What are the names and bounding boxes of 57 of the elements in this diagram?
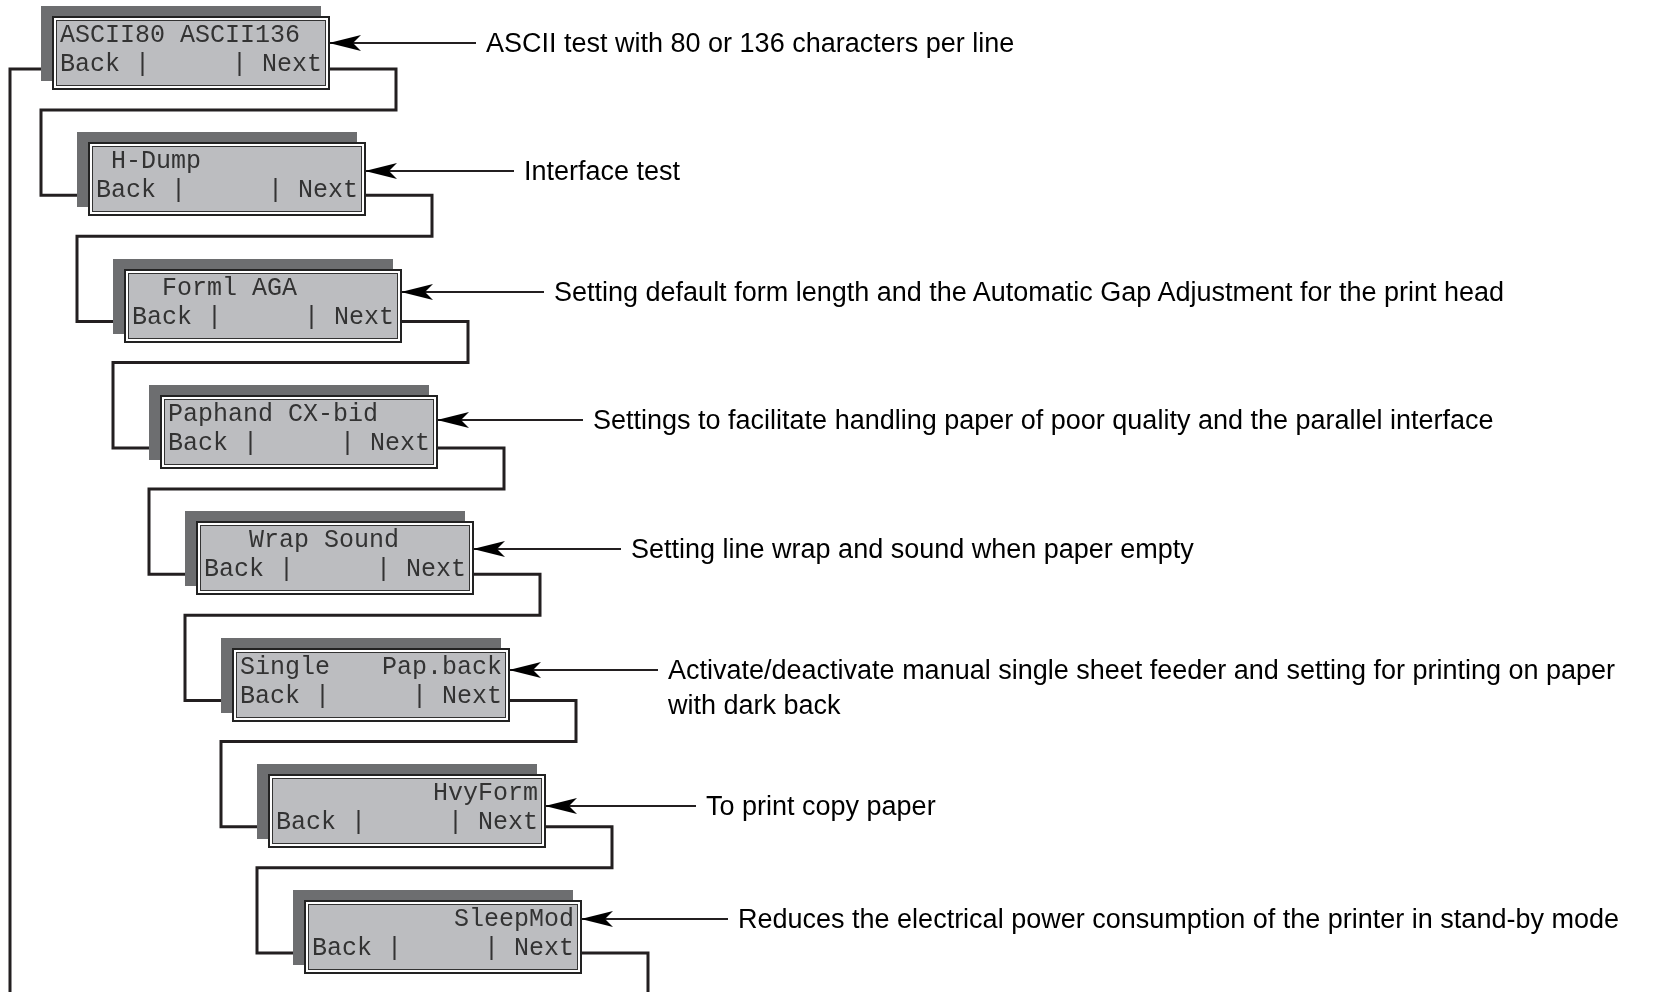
display-text: Back | xyxy=(204,555,294,585)
display-text: | Next xyxy=(484,934,574,964)
connector-line xyxy=(147,446,506,576)
display-text: Paphand CX-bid xyxy=(168,399,380,429)
description-text: ASCII test with 80 or 136 characters per line xyxy=(486,26,1636,61)
lcd-display-panel xyxy=(257,763,546,848)
lcd-display-panel xyxy=(113,258,402,343)
display-text: Forml AGA xyxy=(161,273,299,303)
lcd-display-panel xyxy=(41,6,330,90)
connector-line xyxy=(75,193,434,324)
display-text: Back | xyxy=(276,807,366,837)
description-text: Setting default form length and the Automatic Gap Adjustment for the print head xyxy=(554,275,1614,310)
description-text: Activate/deactivate manual single sheet feeder and setting for printing on paper with dark back xyxy=(668,653,1668,723)
display-text: Back | xyxy=(96,176,186,206)
display-text: Back | xyxy=(168,428,258,458)
connector-line xyxy=(219,699,578,829)
display-text: ASCII80 ASCII136 xyxy=(60,21,302,50)
arrow xyxy=(581,911,729,927)
description-text: To print copy paper xyxy=(706,789,1606,824)
connector-line xyxy=(111,320,470,450)
connector-line xyxy=(582,951,650,992)
display-text: | Next xyxy=(304,302,394,332)
arrow xyxy=(545,798,697,814)
lcd-display-panel xyxy=(221,637,510,722)
lcd-display-panel xyxy=(149,384,438,469)
connector-line xyxy=(183,572,542,702)
arrow xyxy=(509,662,659,678)
display-text: | Next xyxy=(412,681,502,711)
description-text: Reduces the electrical power consumption of the printer in stand-by mode xyxy=(738,902,1676,937)
connector-line xyxy=(8,67,41,992)
arrow xyxy=(401,284,545,300)
display-text: Back | xyxy=(312,934,402,964)
description-text: Settings to facilitate handling paper of poor quality and the parallel interface xyxy=(593,403,1673,438)
display-text: | Next xyxy=(268,176,358,206)
display-text: HvyForm xyxy=(431,778,538,808)
connector-line xyxy=(39,67,398,197)
display-text: SleepMod xyxy=(452,905,574,935)
arrow xyxy=(365,163,515,179)
lcd-display-panel xyxy=(77,132,366,217)
display-text: | Next xyxy=(340,428,430,458)
arrow xyxy=(473,541,622,557)
display-text: Back | xyxy=(60,50,150,79)
display-text: | Next xyxy=(232,50,322,79)
display-text: | Next xyxy=(448,807,538,837)
display-text: | Next xyxy=(376,555,466,585)
display-text: Wrap Sound xyxy=(248,526,401,556)
display-text: Back | xyxy=(132,302,222,332)
connector-line xyxy=(255,825,614,955)
description-text: Interface test xyxy=(524,154,1624,189)
lcd-display-panel xyxy=(293,890,582,975)
lcd-display-panel xyxy=(185,511,474,596)
arrow xyxy=(329,35,477,51)
display-text: Single Pap.back xyxy=(240,652,502,682)
description-text: Setting line wrap and sound when paper empty xyxy=(631,532,1631,567)
display-text: H-Dump xyxy=(110,147,202,177)
display-text: Back | xyxy=(240,681,330,711)
arrow xyxy=(437,412,584,428)
